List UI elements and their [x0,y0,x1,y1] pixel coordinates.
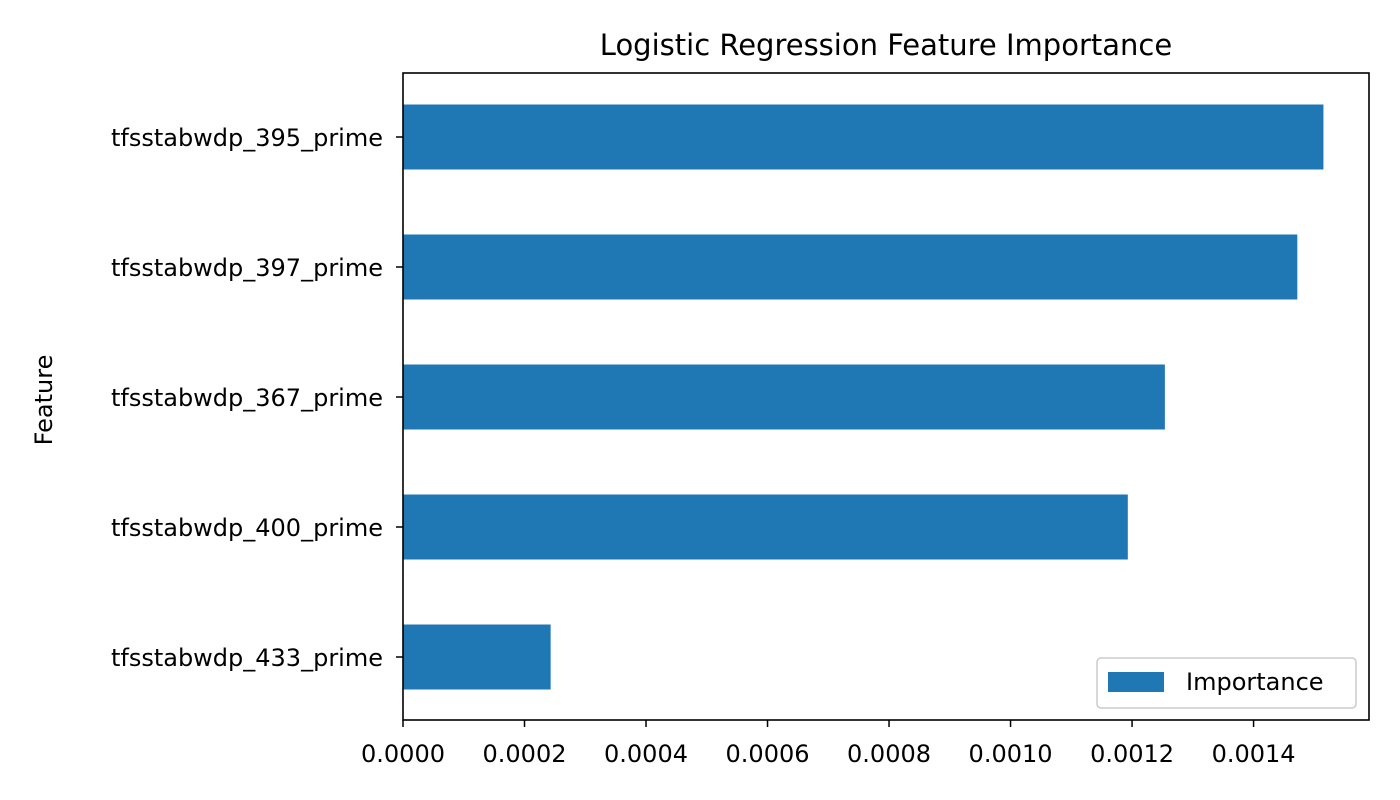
bar [403,104,1324,170]
y-ticks-group: tfsstabwdp_395_prime tfsstabwdp_397_prime… [111,124,403,672]
y-axis-label: Feature [30,355,58,446]
bar [403,234,1298,300]
x-tick-label: 0.0000 [361,740,445,768]
y-tick-label: tfsstabwdp_367_prime [111,384,383,412]
x-tick-label: 0.0014 [1212,740,1296,768]
bar [403,494,1128,560]
plot-frame [402,72,1370,721]
x-tick-label: 0.0006 [726,740,810,768]
legend-label: Importance [1186,668,1324,696]
y-tick-label: tfsstabwdp_433_prime [111,644,383,672]
bar [403,624,551,690]
legend-swatch [1108,672,1164,692]
y-tick-label: tfsstabwdp_400_prime [111,514,383,542]
y-tick-label: tfsstabwdp_397_prime [111,254,383,282]
chart-title: Logistic Regression Feature Importance [600,28,1172,62]
bar [403,364,1165,430]
x-tick-label: 0.0004 [604,740,688,768]
bars-group [403,104,1324,690]
legend-box [1096,657,1357,709]
x-tick-label: 0.0008 [847,740,931,768]
x-tick-label: 0.0012 [1090,740,1174,768]
x-ticks-group: 0.0000 0.0002 0.0004 0.0006 0.0008 0.0010 0.00… [361,720,1296,768]
y-tick-label: tfsstabwdp_395_prime [111,124,383,152]
x-tick-label: 0.0010 [969,740,1053,768]
legend: Importance [1096,657,1357,709]
x-tick-label: 0.0002 [483,740,567,768]
